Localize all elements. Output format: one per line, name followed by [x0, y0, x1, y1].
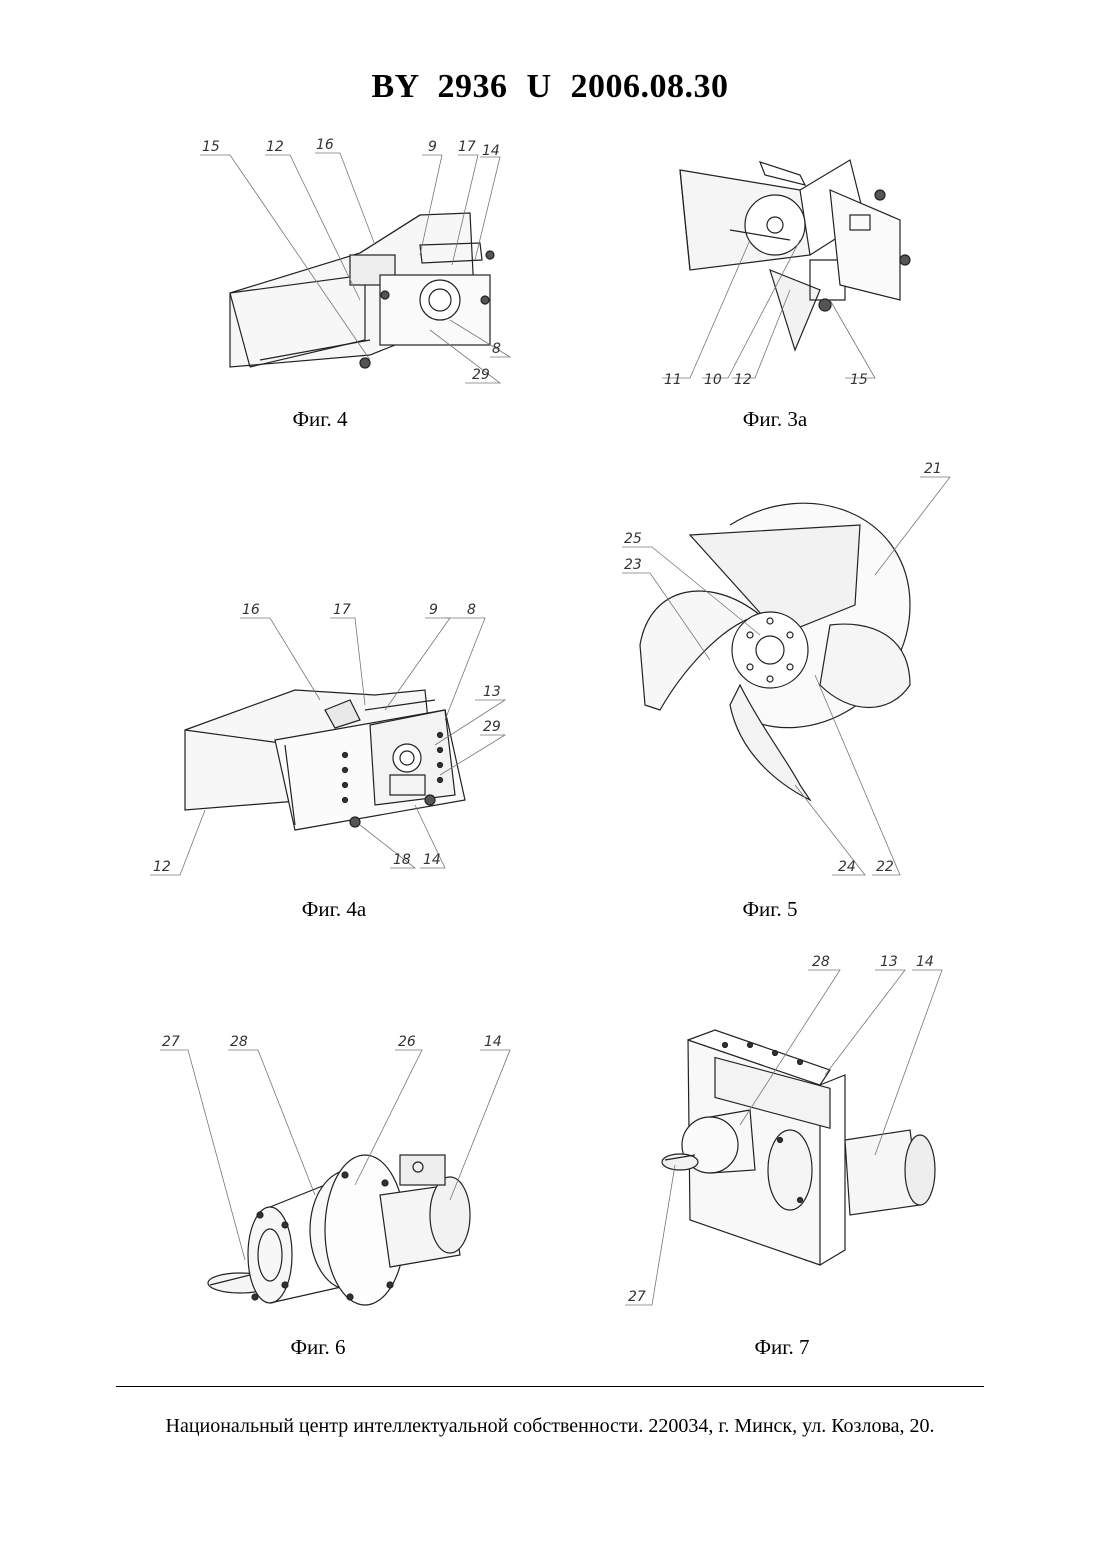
fig5-callout-3: 24	[838, 859, 856, 875]
fig5-callout-1: 25	[624, 531, 642, 547]
fig3a-callout-1: 10	[704, 372, 722, 388]
fig4a-callout-5: 29	[483, 719, 501, 735]
fig4a-callout-8: 14	[423, 852, 441, 868]
fig4a-callout-2: 9	[429, 602, 438, 618]
fig4-callout-7: 29	[472, 367, 490, 383]
fig7-callout-2: 14	[916, 954, 934, 970]
figure-3a-caption: Фиг. 3а	[675, 407, 875, 432]
page-title: BY 2936 U 2006.08.30	[0, 68, 1100, 106]
fig5-callout-4: 22	[876, 859, 894, 875]
fig4-callout-5: 14	[482, 143, 500, 159]
fig4a-callout-7: 18	[393, 852, 411, 868]
fig4-callout-6: 8	[492, 341, 501, 357]
fig6-callout-0: 27	[162, 1034, 180, 1050]
footer-address: Национальный центр интеллектуальной собс…	[0, 1415, 1100, 1438]
fig6-callout-1: 28	[230, 1034, 248, 1050]
fig6-callout-3: 14	[484, 1034, 502, 1050]
fig6-callout-2: 26	[398, 1034, 416, 1050]
figure-5: 21 25 23 24 22	[610, 455, 960, 880]
fig4-callout-3: 9	[428, 139, 437, 155]
figure-7-caption: Фиг. 7	[682, 1335, 882, 1360]
figure-3a: 11 10 12 15	[650, 150, 920, 395]
figure-4: 15 12 16 9 17 14 8 29	[190, 135, 530, 395]
figure-6-drawing: 27 28 26 14	[150, 1035, 530, 1320]
fig4a-callout-4: 13	[483, 684, 501, 700]
figure-6-caption: Фиг. 6	[218, 1335, 418, 1360]
fig3a-callout-3: 15	[850, 372, 868, 388]
fig4a-callout-1: 17	[333, 602, 351, 618]
fig5-callout-0: 21	[924, 461, 942, 477]
fig4a-callout-0: 16	[242, 602, 260, 618]
footer-divider	[116, 1386, 984, 1387]
fig7-callout-3: 27	[628, 1289, 646, 1305]
figure-4-drawing: 15 12 16 9 17 14 8 29	[190, 135, 530, 395]
figure-5-drawing: 21 25 23 24 22	[610, 455, 960, 880]
fig4a-callout-3: 8	[467, 602, 476, 618]
figure-4a: 16 17 9 8 13 29 12 18 14	[145, 600, 525, 880]
figure-4a-caption: Фиг. 4а	[234, 897, 434, 922]
fig4a-callout-6: 12	[153, 859, 171, 875]
figure-7: 28 13 14 27	[620, 950, 950, 1315]
fig7-callout-1: 13	[880, 954, 898, 970]
figure-4-caption: Фиг. 4	[220, 407, 420, 432]
fig4-callout-0: 15	[202, 139, 220, 155]
figure-3a-drawing: 11 10 12 15	[650, 150, 920, 395]
fig3a-callout-0: 11	[664, 372, 682, 388]
fig4-callout-2: 16	[316, 137, 334, 153]
figure-4a-drawing: 16 17 9 8 13 29 12 18 14	[145, 600, 525, 880]
fig4-callout-1: 12	[266, 139, 284, 155]
fig5-callout-2: 23	[624, 557, 642, 573]
fig3a-callout-2: 12	[734, 372, 752, 388]
figure-6: 27 28 26 14	[150, 1035, 530, 1320]
fig7-callout-0: 28	[812, 954, 830, 970]
figure-5-caption: Фиг. 5	[670, 897, 870, 922]
figure-7-drawing: 28 13 14 27	[620, 950, 950, 1315]
fig4-callout-4: 17	[458, 139, 476, 155]
